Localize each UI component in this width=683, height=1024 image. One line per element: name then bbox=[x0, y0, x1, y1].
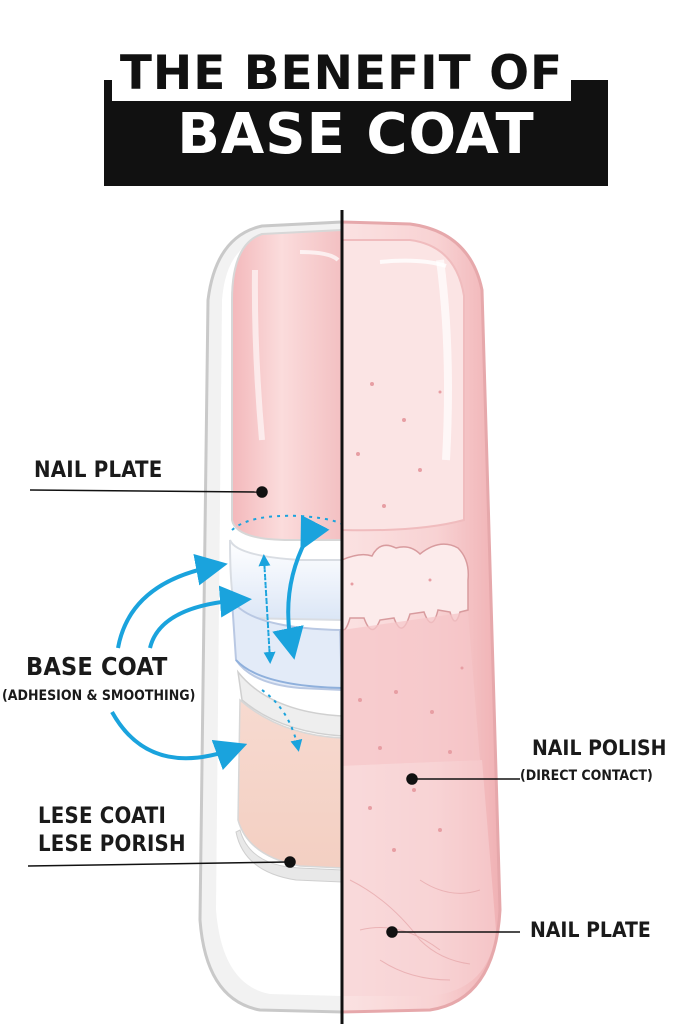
label-nail-polish-note: (DIRECT CONTACT) bbox=[520, 768, 653, 784]
label-lese-coati: LESE COATI bbox=[38, 804, 167, 829]
title-line-1: THE BENEFIT OF bbox=[0, 46, 683, 102]
label-nail-plate-top: NAIL PLATE bbox=[34, 458, 163, 483]
base-coat-arrows bbox=[110, 553, 252, 770]
label-base-coat-note: (ADHESION & SMOOTHING) bbox=[2, 688, 196, 704]
label-base-coat: BASE COAT bbox=[26, 652, 168, 681]
leader-lines bbox=[27, 486, 520, 938]
right-nail-cross-section bbox=[340, 220, 502, 1014]
label-nail-plate-bottom: NAIL PLATE bbox=[530, 918, 651, 942]
title-line-2: BASE COAT bbox=[177, 102, 535, 167]
label-nail-polish: NAIL POLISH bbox=[532, 736, 667, 760]
label-lese-porish: LESE PORISH bbox=[38, 832, 186, 857]
left-nail-cross-section bbox=[198, 220, 344, 1014]
